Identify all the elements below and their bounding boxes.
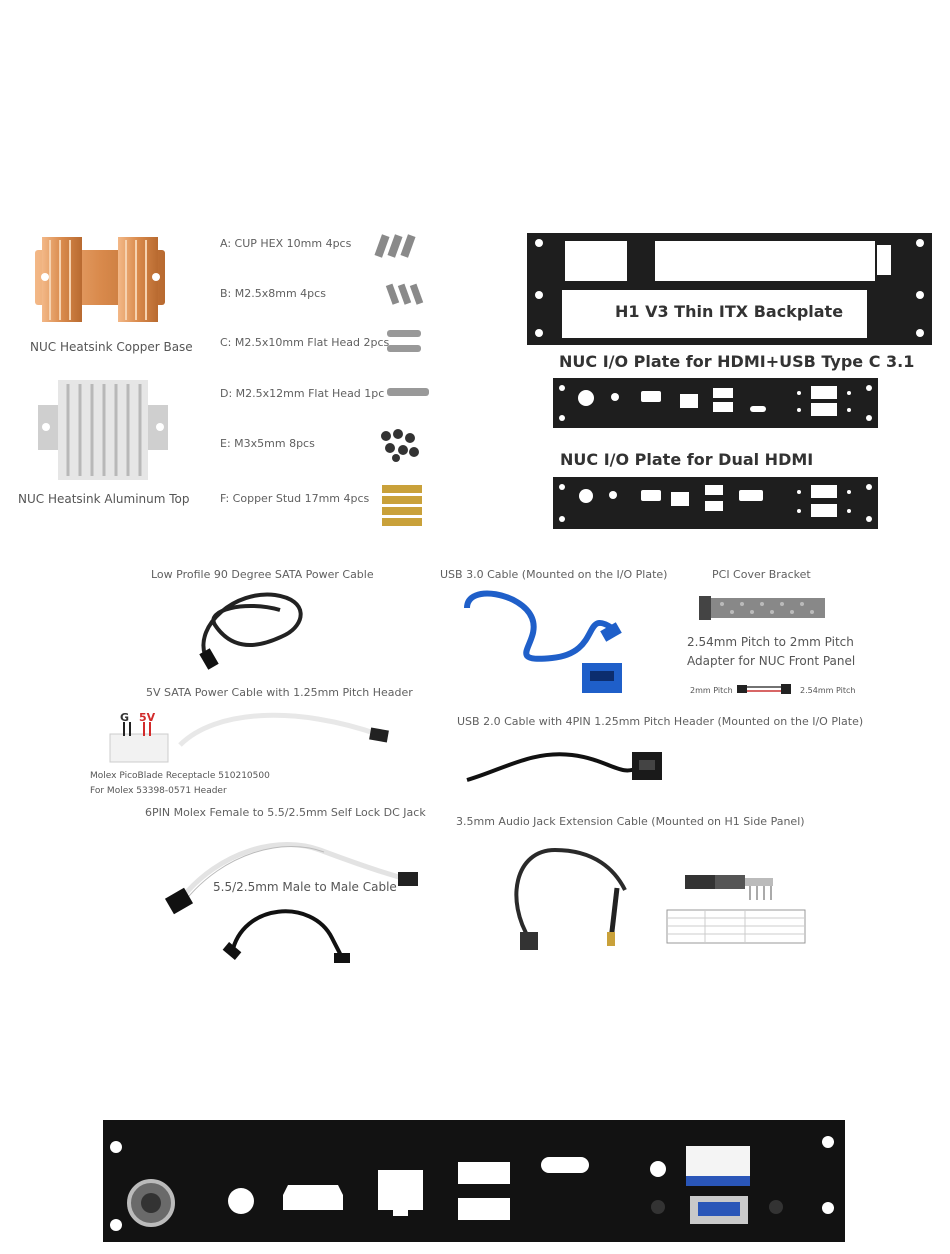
large-io-plate-image: [103, 1120, 845, 1242]
dc-jack-cable-image: [164, 841, 418, 915]
adapter-label-line2: Adapter for NUC Front Panel: [687, 654, 856, 668]
molex-label-line1: Molex PicoBlade Receptacle 510210500: [90, 771, 270, 781]
screw-d-image: [387, 388, 429, 396]
molex-g-label: G: [120, 711, 130, 724]
copper-stud-image: [382, 485, 422, 526]
screw-label-c: C: M2.5x10mm Flat Head 2pcs: [220, 336, 390, 349]
screw-label-d: D: M2.5x12mm Flat Head 1pc: [220, 387, 385, 400]
aluminum-heatsink-label: NUC Heatsink Aluminum Top: [18, 492, 190, 506]
screw-label-a: A: CUP HEX 10mm 4pcs: [220, 237, 352, 250]
screw-e-image: [381, 429, 419, 462]
audio-cable-label: 3.5mm Audio Jack Extension Cable (Mounte…: [456, 815, 805, 828]
molex-label-line2: For Molex 53398-0571 Header: [90, 786, 227, 796]
dc-jack-cable-label: 6PIN Molex Female to 5.5/2.5mm Self Lock…: [145, 806, 426, 819]
molex-connector-image: [109, 722, 169, 763]
audio-pinout-diagram: [666, 875, 806, 944]
sata-low-profile-cable-image: [199, 592, 303, 670]
copper-heatsink-label: NUC Heatsink Copper Base: [30, 340, 193, 354]
io-plate-dual-hdmi-title: NUC I/O Plate for Dual HDMI: [560, 450, 814, 469]
usb3-cable-label: USB 3.0 Cable (Mounted on the I/O Plate): [440, 568, 668, 581]
adapter-2mm-label: 2mm Pitch: [690, 686, 733, 695]
screw-label-e: E: M3x5mm 8pcs: [220, 437, 315, 450]
molex-5v-label: 5V: [139, 711, 156, 724]
itx-backplate-label: H1 V3 Thin ITX Backplate: [615, 302, 844, 321]
screw-a-image: [374, 234, 416, 258]
sata-5v-label: 5V SATA Power Cable with 1.25mm Pitch He…: [146, 686, 413, 699]
io-plate-dual-hdmi-image: [553, 477, 878, 529]
pci-cover-label: PCI Cover Bracket: [712, 568, 811, 581]
audio-cable-image: [514, 847, 627, 950]
screw-b-image: [385, 283, 424, 305]
screw-label-b: B: M2.5x8mm 4pcs: [220, 287, 326, 300]
io-plate-hdmi-usbc-image: [553, 378, 878, 428]
adapter-254mm-label: 2.54mm Pitch: [800, 686, 856, 695]
male-male-cable-label: 5.5/2.5mm Male to Male Cable: [213, 880, 397, 894]
usb2-cable-label: USB 2.0 Cable with 4PIN 1.25mm Pitch Hea…: [457, 715, 864, 728]
io-plate-hdmi-usbc-title: NUC I/O Plate for HDMI+USB Type C 3.1: [559, 352, 915, 371]
sata-5v-cable-image: [178, 712, 389, 747]
pitch-adapter-image: [737, 684, 791, 694]
aluminum-heatsink-image: [38, 380, 168, 480]
usb2-cable-image: [466, 752, 662, 782]
usb3-cable-image: [464, 590, 622, 693]
itx-backplate-image: [527, 233, 932, 345]
adapter-label-line1: 2.54mm Pitch to 2mm Pitch: [687, 635, 854, 649]
pci-cover-bracket-image: [699, 596, 825, 620]
sata-low-profile-label: Low Profile 90 Degree SATA Power Cable: [151, 568, 374, 581]
male-male-cable-image: [222, 909, 350, 963]
screw-c-image: [387, 330, 421, 352]
copper-heatsink-image: [35, 237, 165, 322]
screw-label-f: F: Copper Stud 17mm 4pcs: [220, 492, 370, 505]
